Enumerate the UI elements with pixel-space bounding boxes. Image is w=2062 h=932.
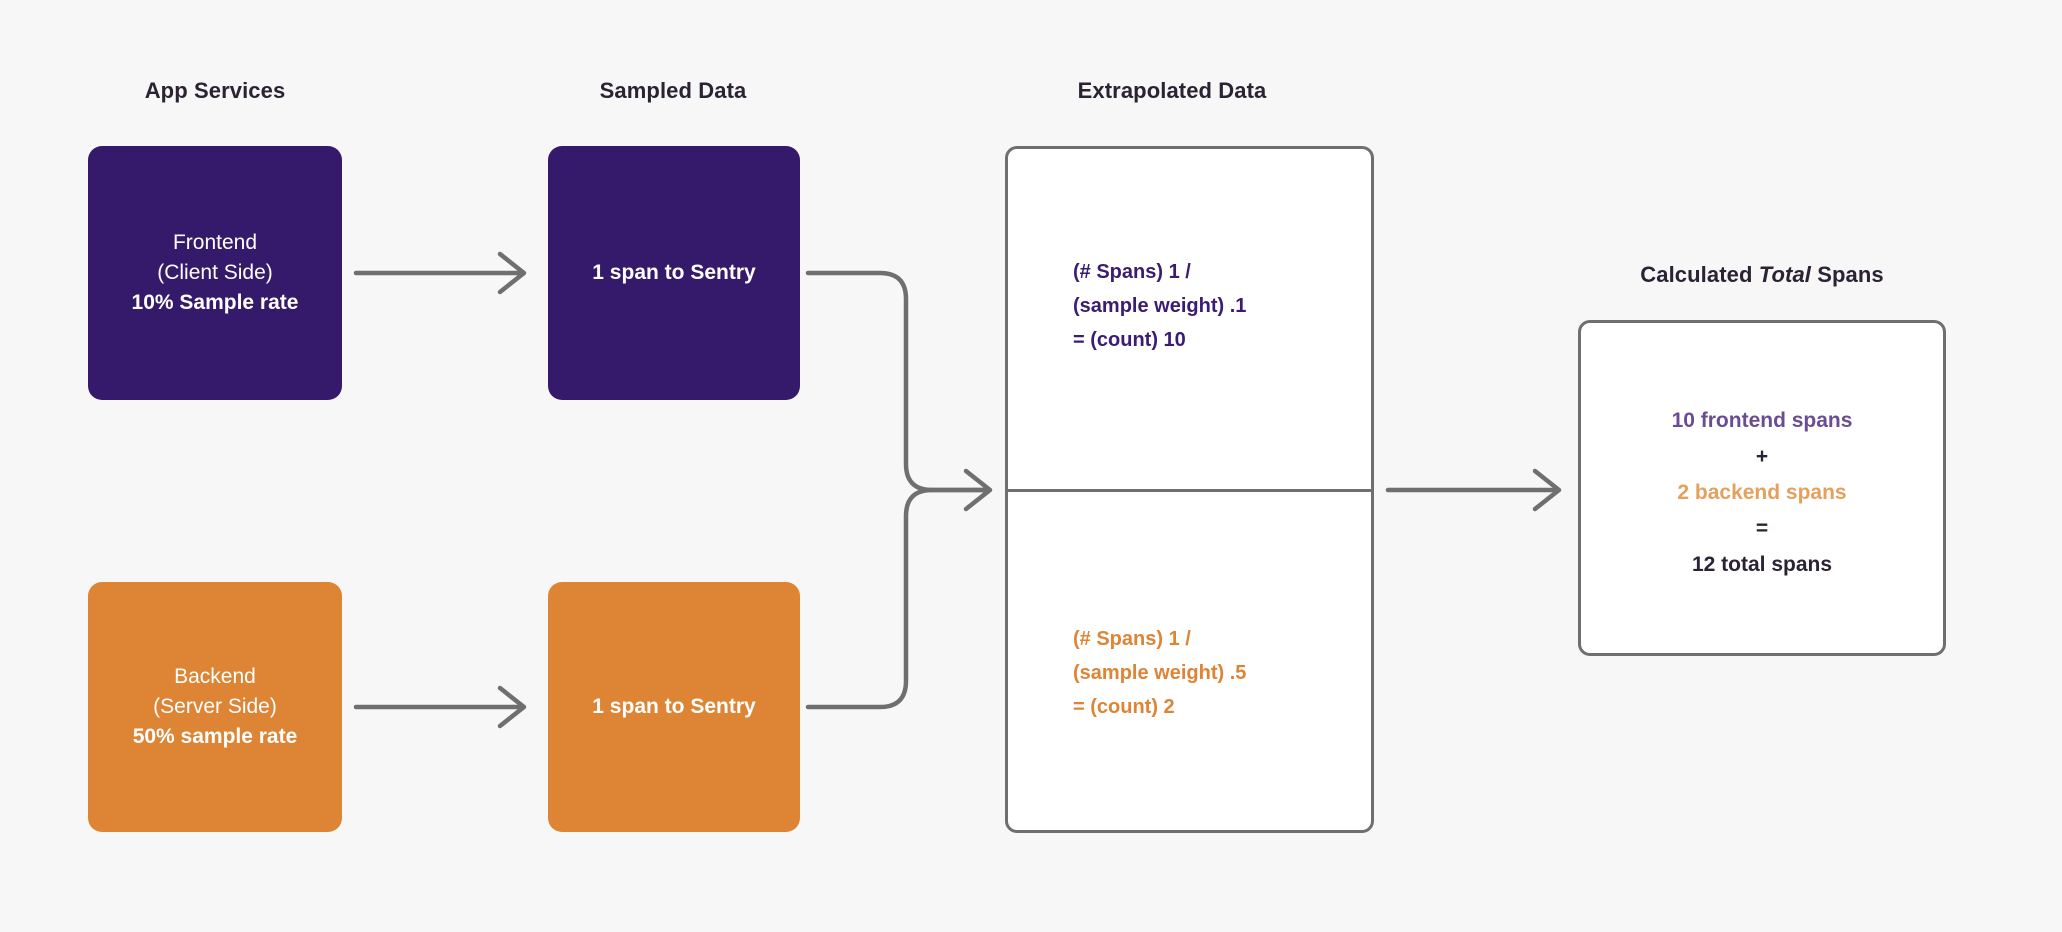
- backend-sample-rate: 50% sample rate: [132, 725, 298, 748]
- total-backend-spans: 2 backend spans: [1677, 481, 1847, 504]
- calculated-label-post: Spans: [1810, 262, 1884, 287]
- calculated-total-box: [1578, 320, 1946, 656]
- arrow-backend-to-sampled: [353, 685, 527, 729]
- column-header-extrapolated-data: Extrapolated Data: [1077, 78, 1267, 103]
- frontend-sample-rate: 10% Sample rate: [131, 291, 299, 314]
- frontend-formula-line-2: (sample weight) .1: [1073, 295, 1247, 317]
- column-header-app-services: App Services: [144, 78, 286, 103]
- sampled-backend-label: 1 span to Sentry: [592, 695, 756, 718]
- app-service-card-frontend[interactable]: Frontend (Client Side) 10% Sample rate: [88, 146, 342, 400]
- frontend-side: (Client Side): [157, 261, 273, 284]
- backend-formula-line-2: (sample weight) .5: [1073, 662, 1247, 684]
- total-plus-operator: +: [1755, 445, 1769, 468]
- frontend-name: Frontend: [172, 231, 258, 254]
- total-calculation-stack: 10 frontend spans + 2 backend spans = 12…: [1672, 403, 1853, 583]
- total-frontend-spans: 10 frontend spans: [1671, 409, 1853, 432]
- frontend-formula-line-1: (# Spans) 1 /: [1073, 261, 1191, 283]
- arrow-extrapolated-to-total: [1385, 468, 1562, 512]
- backend-formula-line-3: = (count) 2: [1073, 696, 1175, 718]
- backend-formula-line-1: (# Spans) 1 /: [1073, 628, 1191, 650]
- column-header-calculated-total-spans: Calculated Total Spans: [1640, 262, 1883, 288]
- arrow-frontend-to-sampled: [353, 251, 527, 295]
- extrapolated-box-divider: [1008, 489, 1371, 492]
- calculated-label-pre: Calculated: [1640, 262, 1759, 287]
- sampled-data-card-backend[interactable]: 1 span to Sentry: [548, 582, 800, 832]
- total-equals-operator: =: [1755, 517, 1769, 540]
- extrapolated-formula-backend: (# Spans) 1 / (sample weight) .5 = (coun…: [1073, 622, 1246, 724]
- sampled-frontend-label: 1 span to Sentry: [592, 261, 756, 284]
- frontend-formula-line-3: = (count) 10: [1073, 329, 1186, 351]
- calculated-label-emphasis: Total: [1758, 262, 1811, 287]
- column-header-sampled-data: Sampled Data: [599, 78, 747, 103]
- extrapolated-formula-frontend: (# Spans) 1 / (sample weight) .1 = (coun…: [1073, 255, 1246, 357]
- sampled-data-card-frontend[interactable]: 1 span to Sentry: [548, 146, 800, 400]
- app-service-card-backend[interactable]: Backend (Server Side) 50% sample rate: [88, 582, 342, 832]
- total-spans-result: 12 total spans: [1691, 553, 1833, 576]
- connector-frontend-sampled-to-extrapolated: [805, 270, 988, 493]
- backend-name: Backend: [174, 665, 256, 688]
- connector-backend-sampled-to-extrapolated: [805, 487, 988, 710]
- arrow-head-into-extrapolated: [963, 468, 993, 512]
- backend-side: (Server Side): [153, 695, 277, 718]
